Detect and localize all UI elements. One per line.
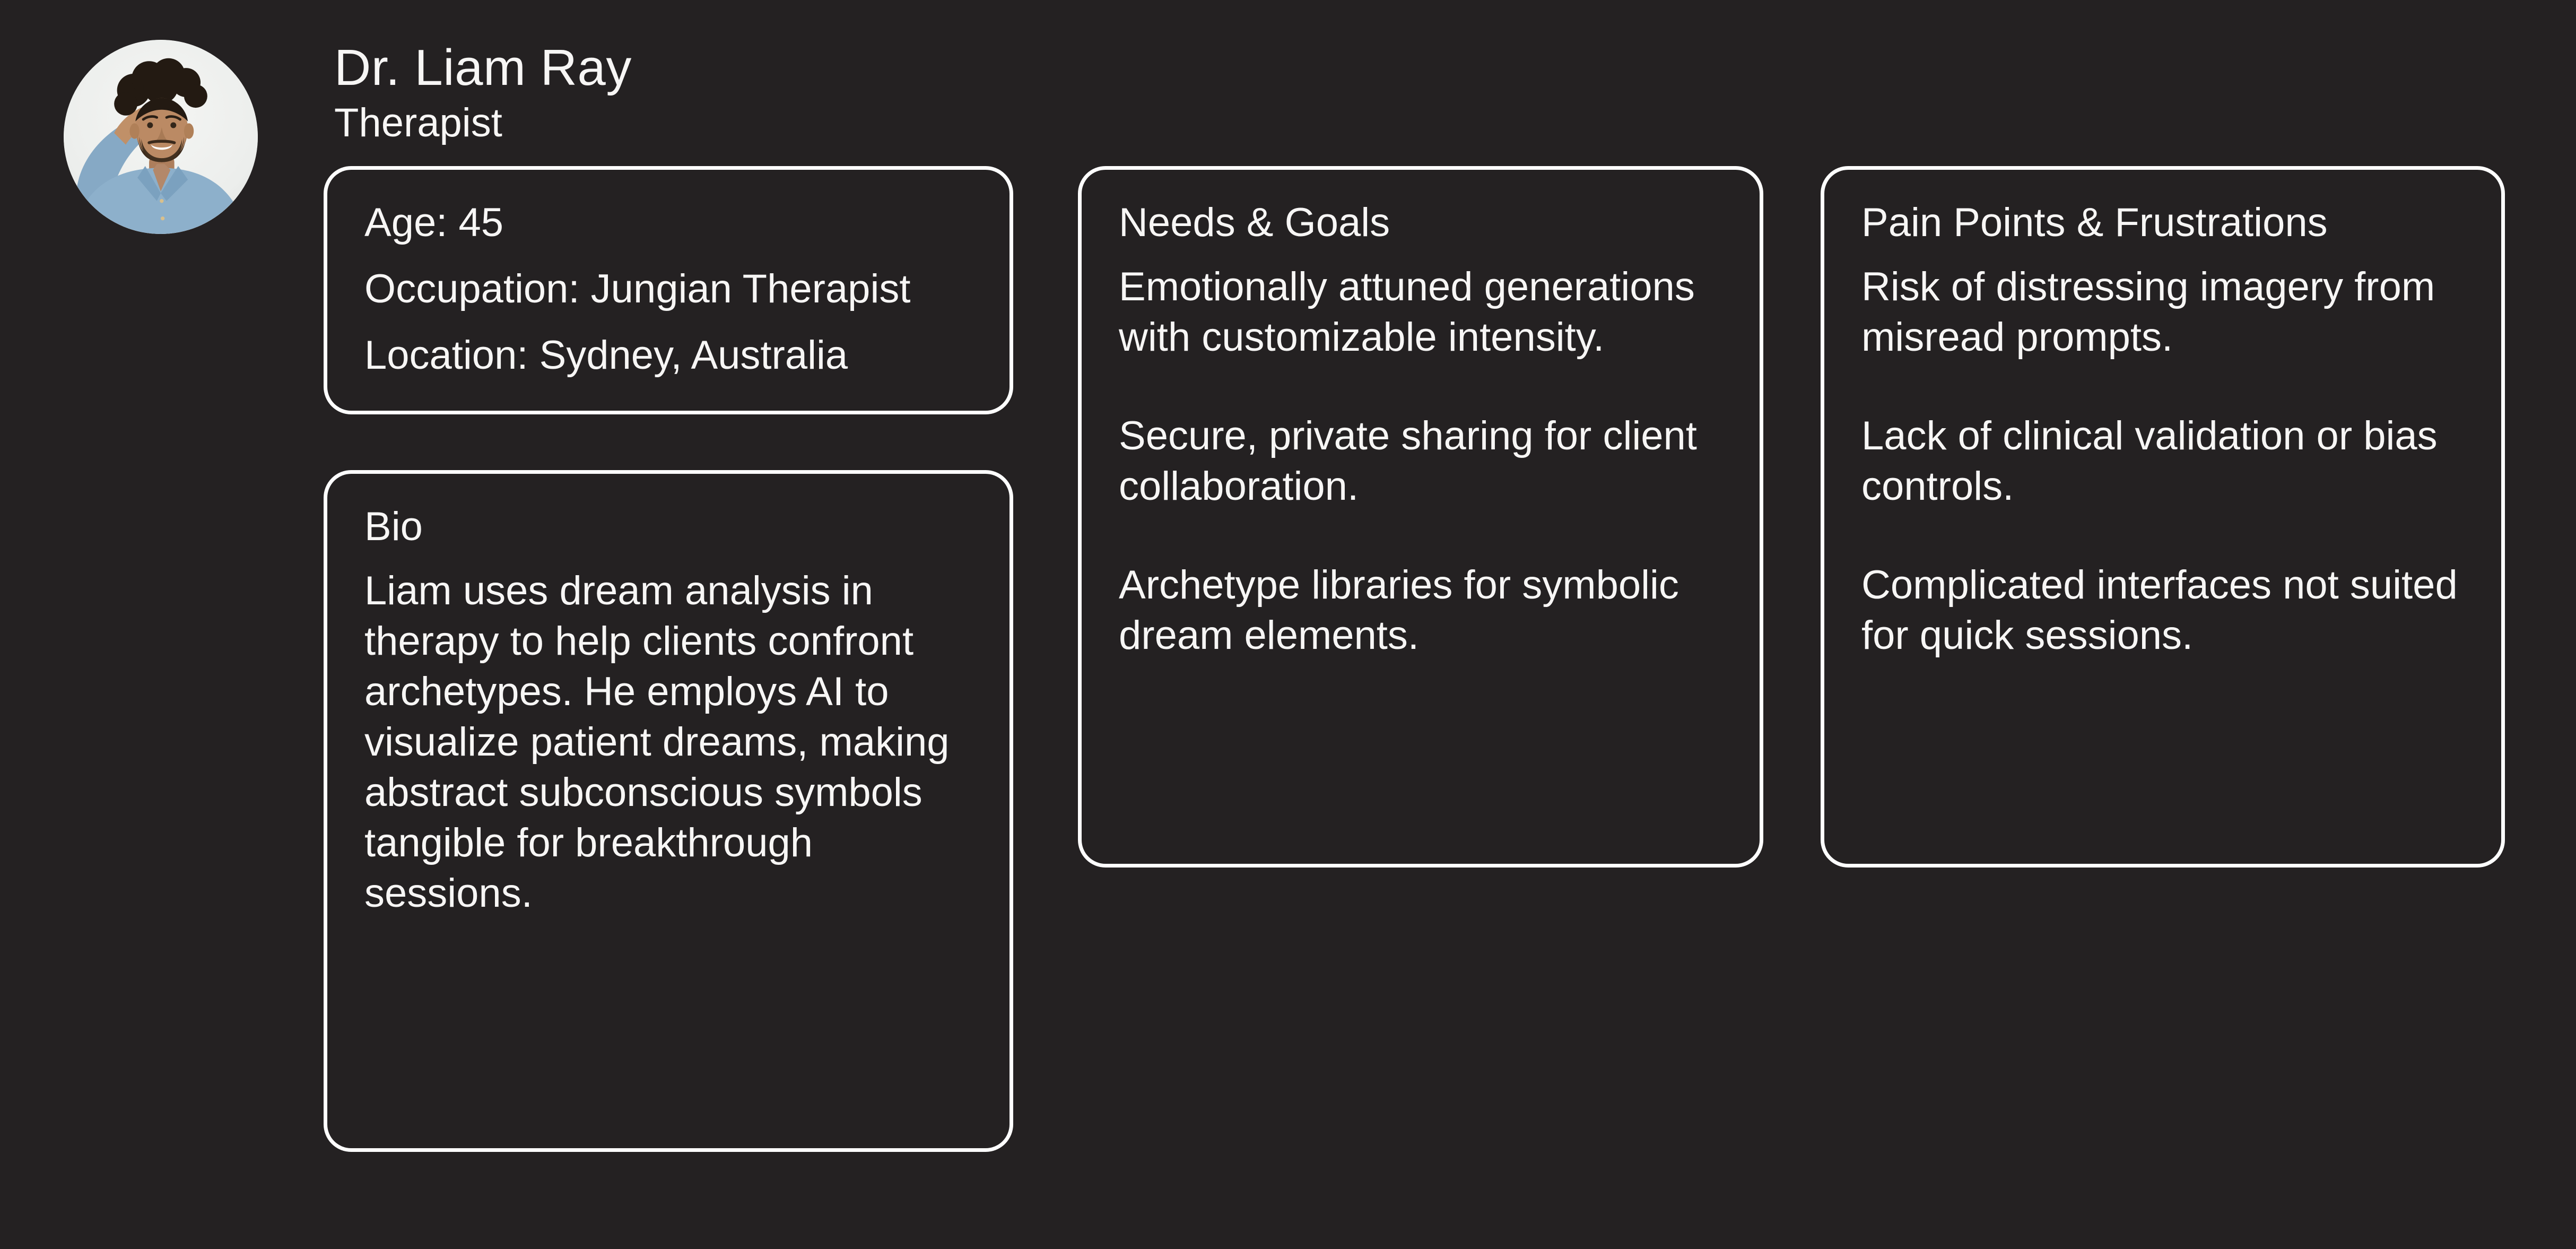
needs-goals-card: Needs & Goals Emotionally attuned genera… <box>1078 166 1763 868</box>
pain-points-item: Risk of distressing imagery from misread… <box>1861 264 2435 360</box>
demographics-card: Age: 45 Occupation: Jungian Therapist Lo… <box>324 166 1013 414</box>
avatar-portrait-illustration <box>64 40 258 234</box>
age-field: Age: 45 <box>364 200 503 245</box>
persona-header: Dr. Liam Ray Therapist <box>334 37 632 150</box>
occupation-field: Occupation: Jungian Therapist <box>364 266 911 311</box>
pain-points-item: Lack of clinical validation or bias cont… <box>1861 413 2438 509</box>
bio-card: Bio Liam uses dream analysis in therapy … <box>324 470 1013 1152</box>
pain-points-title: Pain Points & Frustrations <box>1861 200 2328 245</box>
needs-goals-title: Needs & Goals <box>1119 200 1390 245</box>
location-field: Location: Sydney, Australia <box>364 333 848 378</box>
persona-name: Dr. Liam Ray <box>334 39 632 96</box>
needs-goals-item: Archetype libraries for symbolic dream e… <box>1119 562 1679 658</box>
avatar <box>64 40 258 234</box>
bio-title: Bio <box>364 504 423 549</box>
bio-text: Liam uses dream analysis in therapy to h… <box>364 568 950 916</box>
needs-goals-item: Secure, private sharing for client colla… <box>1119 413 1697 509</box>
pain-points-card: Pain Points & Frustrations Risk of distr… <box>1821 166 2505 868</box>
pain-points-item: Complicated interfaces not suited for qu… <box>1861 562 2458 658</box>
needs-goals-item: Emotionally attuned generations with cus… <box>1119 264 1695 360</box>
persona-role: Therapist <box>334 100 502 145</box>
